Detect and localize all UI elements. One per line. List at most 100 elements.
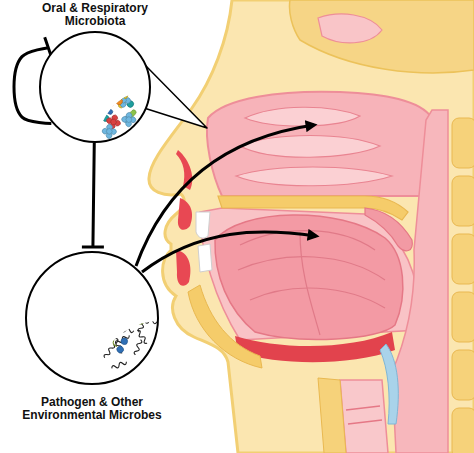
flagellum: [140, 307, 154, 313]
microbe: [129, 62, 137, 70]
microbe: [45, 281, 50, 297]
microbe: [81, 115, 88, 122]
virus-squiggle: [64, 275, 80, 283]
coccus-cluster: [104, 41, 110, 47]
microbe: [68, 57, 75, 64]
coccus-cluster: [76, 51, 82, 57]
microbe: [141, 319, 157, 324]
rod-cell: [72, 93, 79, 106]
microbe: [76, 329, 81, 345]
microbe: [121, 85, 129, 93]
skull-bone: [289, 0, 474, 73]
coccus-cluster: [88, 109, 96, 117]
microbe-group: [31, 258, 157, 374]
rod-cell: [111, 76, 117, 88]
microbe: [70, 45, 82, 57]
rod-cell: [75, 124, 80, 136]
flagellum: [76, 315, 86, 329]
virus-squiggle: [75, 339, 91, 346]
upper-tooth: [196, 212, 210, 238]
microbe: [101, 123, 117, 139]
flagellum: [60, 315, 74, 321]
coccus-cell: [65, 78, 72, 85]
microbe: [103, 344, 115, 359]
microbe: [31, 299, 44, 314]
microbe: [116, 315, 145, 325]
rod-cell: [58, 347, 71, 354]
virus-squiggle: [76, 301, 92, 312]
coccus-cluster: [76, 45, 82, 51]
microbe: [109, 306, 125, 312]
microbe-circle-shape: [24, 250, 160, 386]
coccus-cluster: [89, 113, 97, 121]
larynx: [340, 380, 388, 453]
coccus-cell: [65, 70, 74, 79]
microbe: [92, 293, 99, 321]
diplococcus-cell: [76, 125, 84, 133]
rod-cell: [105, 61, 118, 68]
virus-squiggle: [47, 288, 56, 304]
virus-squiggle: [50, 335, 65, 347]
virus-squiggle: [99, 265, 112, 280]
virus-squiggle: [116, 309, 122, 325]
coccus-cluster: [99, 42, 105, 48]
microbe: [112, 282, 128, 287]
virus-squiggle: [113, 295, 123, 311]
microbe: [108, 67, 117, 76]
microbe: [116, 345, 125, 354]
pathogen-cell: [46, 316, 61, 324]
microbe: [111, 360, 127, 370]
circle-heading: Oral & Respiratory Microbiota: [27, 2, 163, 29]
jaw-bone: [188, 285, 262, 368]
microbe: [126, 55, 139, 64]
rod-cell: [65, 55, 78, 65]
pathogen-cell: [80, 340, 89, 355]
microbe: [75, 354, 91, 365]
inhibition-connector: [82, 143, 104, 247]
flagellum: [32, 290, 46, 300]
virus-squiggle: [118, 327, 134, 332]
microbe: [75, 314, 93, 342]
virus-squiggle: [141, 319, 157, 324]
microbe-group: [48, 36, 139, 139]
pathogen-cell: [92, 307, 99, 321]
coccus-cluster: [69, 86, 76, 93]
nasal-turbinate: [236, 167, 392, 186]
microbe: [76, 124, 88, 135]
virus-squiggle: [68, 355, 76, 371]
microbe: [54, 80, 67, 93]
virus-squiggle: [76, 329, 81, 345]
microbe: [65, 55, 78, 65]
microbe: [51, 79, 59, 87]
flagellum: [58, 312, 68, 326]
microbe: [63, 258, 79, 286]
rod-cell: [110, 46, 123, 55]
microbe: [86, 116, 95, 125]
rod-cell: [67, 340, 80, 346]
coccus-cluster: [76, 82, 83, 89]
microbe: [97, 69, 110, 79]
coccus-cell: [94, 69, 103, 78]
microbe: [121, 111, 137, 127]
coccus-cell: [97, 46, 105, 54]
microbe: [76, 121, 88, 134]
diplococcus-cell: [131, 60, 139, 68]
zoom-wedge: [144, 66, 207, 128]
microbe: [69, 82, 76, 89]
virus-squiggle: [50, 339, 66, 344]
microbe: [51, 312, 69, 340]
virus-squiggle: [134, 339, 143, 355]
coccus-cluster: [87, 93, 95, 101]
coccus-cluster: [90, 117, 98, 125]
microbe: [52, 293, 77, 316]
flagellum: [100, 313, 113, 325]
upper-lip: [178, 198, 192, 230]
microbe: [75, 339, 91, 346]
flagellum: [63, 294, 76, 306]
microbe: [97, 66, 110, 75]
pathogen-cell: [66, 347, 81, 359]
microbe: [53, 87, 66, 96]
rod-cell: [82, 86, 94, 97]
microbe: [112, 295, 127, 309]
